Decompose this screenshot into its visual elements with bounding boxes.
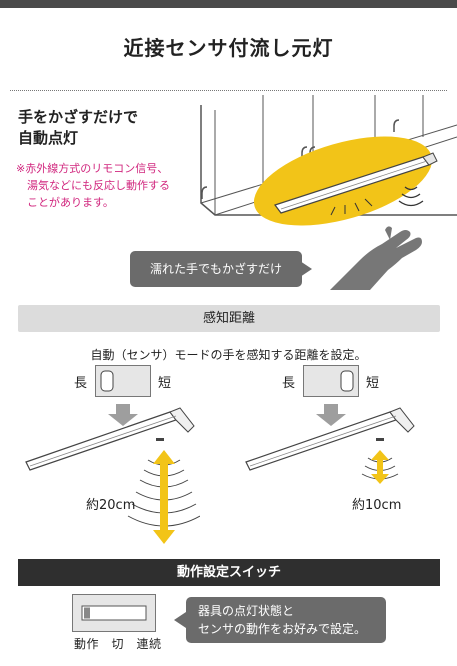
- short-label-left: 短: [158, 376, 172, 391]
- double-arrow-icon: [153, 450, 175, 544]
- feature-note: ※赤外線方式のリモコン信号、 湯気などにも反応し動作する ことがあります。: [16, 162, 170, 209]
- long-label-right: 長: [282, 376, 296, 391]
- distance-description: 自動（センサ）モードの手を感知する距離を設定。: [90, 348, 367, 362]
- wet-hand-callout: 濡れた手でもかざすだけ: [130, 251, 302, 287]
- slide-switch-icon-long: [95, 365, 151, 397]
- switch-callout-tail: [174, 612, 186, 628]
- switch-position-labels: 動作 切 連続: [74, 637, 162, 651]
- hand-icon: [330, 226, 422, 290]
- page-title: 近接センサ付流し元灯: [123, 36, 334, 60]
- down-arrow-icon: [108, 404, 138, 426]
- long-label-left: 長: [74, 376, 88, 391]
- switch-section-header: 動作設定スイッチ: [18, 559, 440, 586]
- kitchen-cabinet-illustration: [200, 95, 457, 226]
- double-arrow-icon: [371, 450, 389, 484]
- slide-switch-icon-short: [303, 365, 359, 397]
- down-arrow-icon: [316, 404, 346, 426]
- wet-hand-callout-tail: [300, 261, 312, 277]
- right-distance-label: 約10cm: [352, 498, 402, 513]
- feature-heading: 手をかざすだけで 自動点灯: [18, 108, 139, 147]
- switch-callout: 器具の点灯状態と センサの動作をお好みで設定。: [186, 597, 386, 643]
- sensor-wave-icon: [398, 186, 424, 207]
- light-long-range-illustration: [25, 404, 200, 544]
- top-bar: [0, 0, 457, 8]
- distance-section-header: 感知距離: [18, 305, 440, 332]
- left-distance-label: 約20cm: [86, 498, 136, 513]
- title-divider: [10, 90, 447, 91]
- light-short-range-illustration: [245, 404, 415, 484]
- short-label-right: 短: [366, 376, 380, 391]
- slide-switch-icon: [72, 594, 156, 632]
